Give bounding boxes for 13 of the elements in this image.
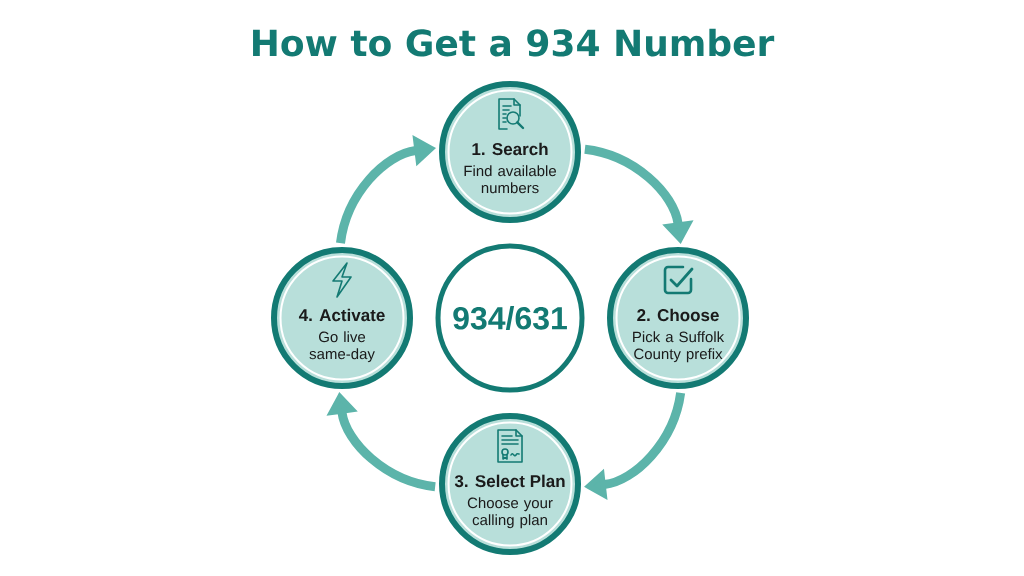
- step-circle: [439, 81, 581, 223]
- step-title: 2. Choose: [637, 308, 719, 322]
- step-title: 3. Select Plan: [454, 474, 565, 488]
- step-description: Pick a Suffolk County prefix: [633, 331, 725, 363]
- step-circle: [271, 247, 413, 389]
- step-description: Choose your calling plan: [467, 497, 553, 529]
- step-description: Find available numbers: [464, 165, 556, 194]
- step-circle: [439, 413, 581, 555]
- step-title: 1. Search: [472, 142, 548, 156]
- step-circle: [607, 247, 749, 389]
- step-description: Go live same-day: [309, 331, 375, 363]
- step-title: 4. Activate: [298, 308, 385, 322]
- title: How to Get a 934 Number: [253, 28, 775, 57]
